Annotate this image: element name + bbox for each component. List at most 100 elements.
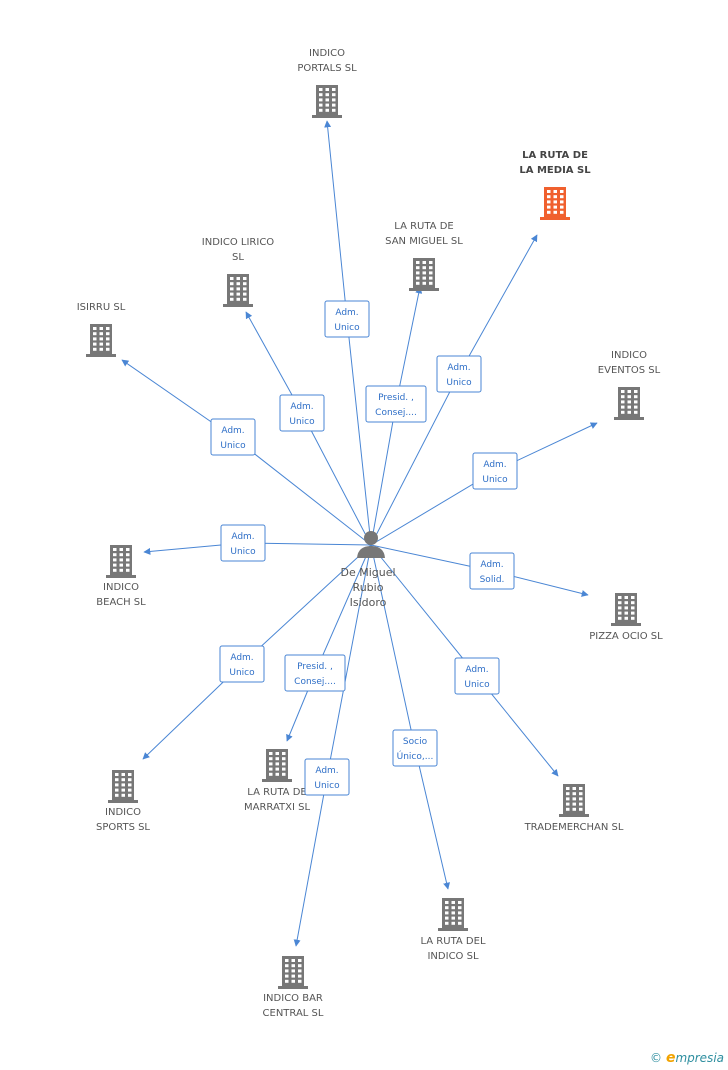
role-text: Consej.... [375, 408, 417, 418]
role-badge-indico-sports[interactable]: Adm. Unico [219, 645, 265, 683]
building-icon[interactable] [223, 274, 253, 307]
company-name: INDICO BAR [263, 993, 323, 1004]
company-name: SL [232, 252, 244, 263]
role-text: Adm. [465, 665, 488, 675]
role-badge-trademerchan[interactable]: Adm. Unico [454, 657, 500, 695]
company-name: EVENTOS SL [598, 365, 661, 376]
person-name: Isidoro [350, 596, 387, 609]
building-icon[interactable] [438, 898, 468, 931]
role-text: Presid. , [297, 662, 333, 672]
building-icon[interactable] [540, 187, 570, 220]
company-name: SPORTS SL [96, 822, 150, 833]
company-node-la-ruta-de-marratxi[interactable]: LA RUTA DE MARRATXI SL [244, 749, 310, 813]
role-text: Consej.... [294, 677, 336, 687]
company-node-isirru[interactable]: ISIRRU SL [77, 302, 126, 357]
building-icon[interactable] [409, 258, 439, 291]
company-name: INDICO [105, 807, 141, 818]
brand-logo-initial: e [665, 1050, 676, 1066]
person-icon[interactable] [357, 531, 385, 558]
company-name: PIZZA OCIO SL [589, 631, 663, 642]
company-node-indico-beach[interactable]: INDICO BEACH SL [96, 545, 146, 608]
company-node-indico-eventos[interactable]: INDICO EVENTOS SL [598, 350, 661, 420]
person-name: Rubio [353, 581, 384, 594]
company-name: PORTALS SL [297, 63, 357, 74]
role-badge-indico-lirico[interactable]: Adm. Unico [279, 394, 325, 432]
role-badge-indico-beach[interactable]: Adm. Unico [220, 524, 266, 562]
role-text: Adm. [447, 363, 470, 373]
role-badge-pizza-ocio[interactable]: Adm. Solid. [469, 552, 515, 590]
role-text: Adm. [480, 560, 503, 570]
company-node-trademerchan[interactable]: TRADEMERCHAN SL [524, 784, 624, 833]
role-badge-indico-eventos[interactable]: Adm. Unico [472, 452, 518, 490]
company-name: TRADEMERCHAN SL [524, 822, 624, 833]
role-badge-la-ruta-del-indico[interactable]: SocioÚnico,... [392, 729, 438, 767]
role-text: Adm. [221, 426, 244, 436]
building-icon[interactable] [106, 545, 136, 578]
company-name: LA RUTA DE [247, 787, 306, 798]
company-name: MARRATXI SL [244, 802, 310, 813]
role-text: Unico [230, 547, 256, 557]
role-text: Unico [229, 668, 255, 678]
building-icon[interactable] [559, 784, 589, 817]
company-name: INDICO LIRICO [202, 237, 275, 248]
company-name: INDICO SL [427, 951, 478, 962]
role-text: Único,... [397, 750, 434, 762]
company-name: INDICO [103, 582, 139, 593]
brand-footer[interactable]: ©empresia [650, 1050, 724, 1066]
role-badge-isirru[interactable]: Adm. Unico [210, 418, 256, 456]
role-text: Unico [289, 417, 315, 427]
building-icon[interactable] [614, 387, 644, 420]
role-text: Adm. [315, 766, 338, 776]
company-name: LA MEDIA SL [519, 165, 591, 176]
company-name: LA RUTA DE [394, 221, 453, 232]
company-node-la-ruta-del-indico[interactable]: LA RUTA DEL INDICO SL [420, 898, 486, 962]
building-icon[interactable] [108, 770, 138, 803]
role-badge-la-ruta-de-marratxi[interactable]: Presid. , Consej.... [284, 654, 346, 692]
role-text: Presid. , [378, 393, 414, 403]
company-name: LA RUTA DEL [420, 936, 485, 947]
company-node-la-ruta-de-la-media[interactable]: LA RUTA DE LA MEDIA SL [519, 150, 591, 220]
company-name: INDICO [309, 48, 345, 59]
role-text: Adm. [230, 653, 253, 663]
company-name: BEACH SL [96, 597, 146, 608]
role-badge-indico-bar-central[interactable]: Adm. Unico [304, 758, 350, 796]
role-text: Adm. [231, 532, 254, 542]
role-text: Adm. [335, 308, 358, 318]
role-text: Unico [482, 475, 508, 485]
company-name: INDICO [611, 350, 647, 361]
building-icon[interactable] [262, 749, 292, 782]
person-name: De Miguel [340, 566, 395, 579]
role-badge-la-ruta-de-san-miguel[interactable]: Presid. , Consej.... [365, 385, 427, 423]
role-text: Solid. [480, 575, 505, 585]
building-icon[interactable] [611, 593, 641, 626]
role-badge-indico-portals[interactable]: Adm. Unico [324, 300, 370, 338]
role-text: Adm. [290, 402, 313, 412]
role-text: Adm. [483, 460, 506, 470]
company-name: CENTRAL SL [263, 1008, 324, 1019]
building-icon[interactable] [312, 85, 342, 118]
company-name: LA RUTA DE [522, 150, 588, 161]
building-icon[interactable] [278, 956, 308, 989]
company-node-indico-lirico[interactable]: INDICO LIRICO SL [202, 237, 275, 307]
role-text: Unico [464, 680, 490, 690]
company-node-indico-bar-central[interactable]: INDICO BAR CENTRAL SL [263, 956, 324, 1019]
role-text: Unico [314, 781, 340, 791]
company-name: SAN MIGUEL SL [385, 236, 463, 247]
role-badge-la-ruta-de-la-media[interactable]: Adm. Unico [436, 355, 482, 393]
building-icon[interactable] [86, 324, 116, 357]
role-text: Socio [403, 737, 428, 747]
company-node-pizza-ocio[interactable]: PIZZA OCIO SL [589, 593, 663, 642]
role-text: Unico [334, 323, 360, 333]
role-text: Unico [446, 378, 472, 388]
company-node-indico-sports[interactable]: INDICO SPORTS SL [96, 770, 150, 833]
company-name: ISIRRU SL [77, 302, 126, 313]
company-node-indico-portals[interactable]: INDICO PORTALS SL [297, 48, 357, 118]
copyright-icon: © [649, 1051, 662, 1065]
role-text: Unico [220, 441, 246, 451]
company-node-la-ruta-de-san-miguel[interactable]: LA RUTA DE SAN MIGUEL SL [385, 221, 463, 291]
brand-logo-text: mpresia [675, 1051, 724, 1065]
